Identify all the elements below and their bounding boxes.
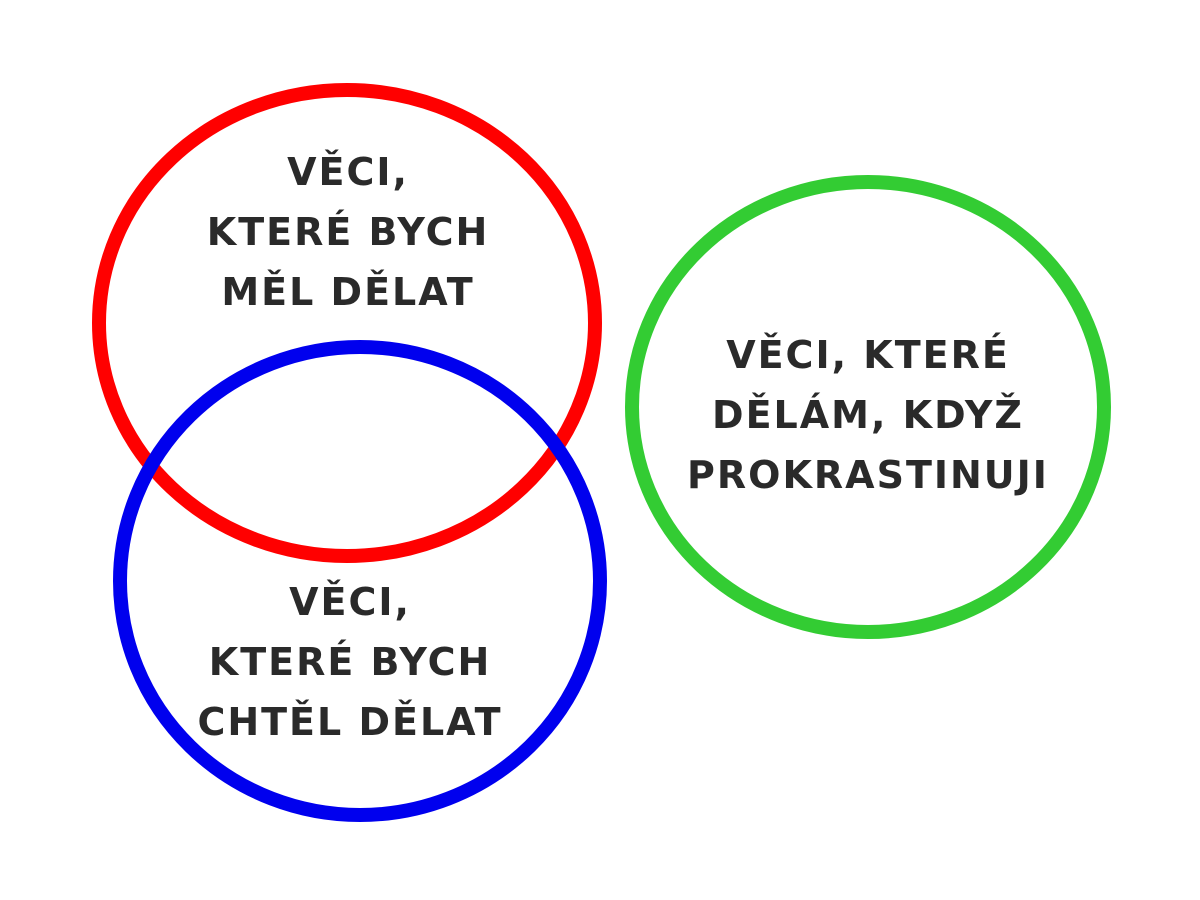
label-procrastinate: VĚCI, KTERÉ DĚLÁM, KDYŽ PROKRASTINUJI <box>687 325 1049 505</box>
circle-procrastinate <box>625 175 1111 639</box>
label-line: KTERÉ BYCH <box>208 640 492 684</box>
label-line: VĚCI, KTERÉ <box>726 333 1010 377</box>
label-line: KTERÉ BYCH <box>206 210 490 254</box>
circle-should <box>92 83 602 563</box>
label-should: VĚCI, KTERÉ BYCH MĚL DĚLAT <box>207 142 490 322</box>
label-line: VĚCI, <box>289 580 411 624</box>
label-line: VĚCI, <box>287 150 409 194</box>
label-line: DĚLÁM, KDYŽ <box>712 393 1024 437</box>
circle-want <box>113 340 607 822</box>
label-want: VĚCI, KTERÉ BYCH CHTĚL DĚLAT <box>197 572 502 752</box>
label-line: CHTĚL DĚLAT <box>197 700 503 744</box>
label-line: MĚL DĚLAT <box>221 270 475 314</box>
label-line: PROKRASTINUJI <box>687 453 1049 497</box>
